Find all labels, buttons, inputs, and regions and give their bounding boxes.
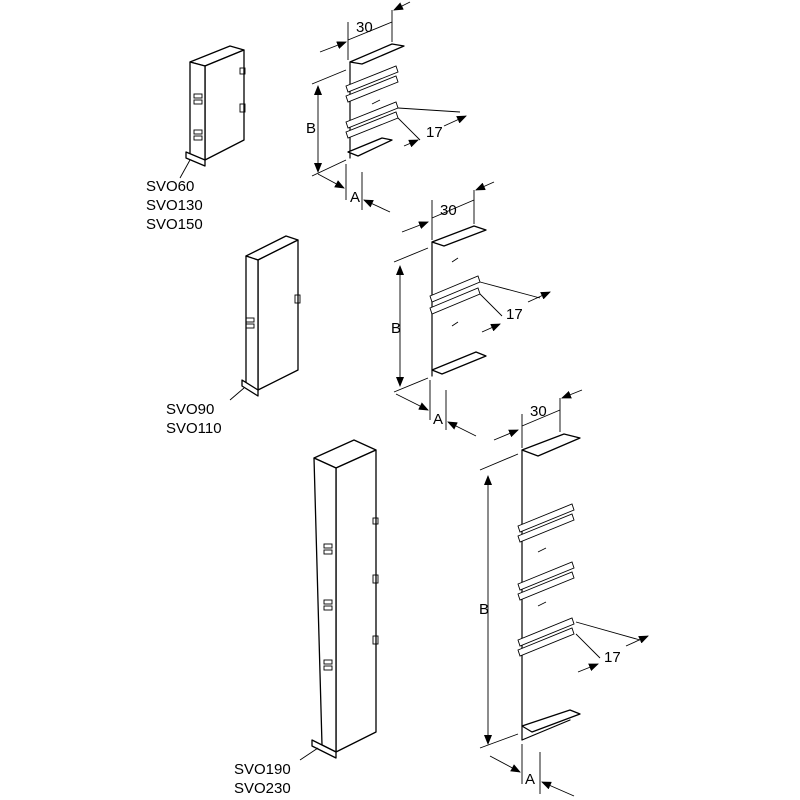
part-label-group-3: SVO190 SVO230: [234, 747, 319, 797]
dimensioned-view-large: 30 B 17 A: [479, 389, 649, 797]
dimension-A: A: [525, 771, 535, 788]
dimension-17: 17: [506, 306, 523, 323]
part-label-group-1: SVO60 SVO130 SVO150: [146, 159, 203, 233]
part-label: SVO130: [146, 197, 203, 214]
part-label: SVO190: [234, 761, 291, 778]
dimension-17: 17: [426, 124, 443, 141]
dimensioned-view-small: 30 B 17 A: [306, 1, 467, 213]
connector-large-view: [311, 439, 379, 759]
part-label-group-2: SVO90 SVO110: [166, 387, 245, 437]
connector-small-view: [185, 45, 246, 167]
dimension-B: B: [391, 320, 401, 337]
dimensioned-view-medium: 30 B 17 A: [391, 181, 551, 437]
part-label: SVO230: [234, 780, 291, 797]
part-label: SVO60: [146, 178, 194, 195]
dimension-30: 30: [530, 403, 547, 420]
part-label: SVO110: [166, 420, 222, 437]
dimension-B: B: [479, 601, 489, 618]
dimension-17: 17: [604, 649, 621, 666]
dimension-A: A: [433, 411, 443, 428]
part-label: SVO90: [166, 401, 214, 418]
dimension-30: 30: [356, 19, 373, 36]
dimension-B: B: [306, 120, 316, 137]
connector-medium-view: [241, 235, 301, 397]
dimension-30: 30: [440, 202, 457, 219]
dimension-A: A: [350, 189, 360, 206]
part-label: SVO150: [146, 216, 203, 233]
